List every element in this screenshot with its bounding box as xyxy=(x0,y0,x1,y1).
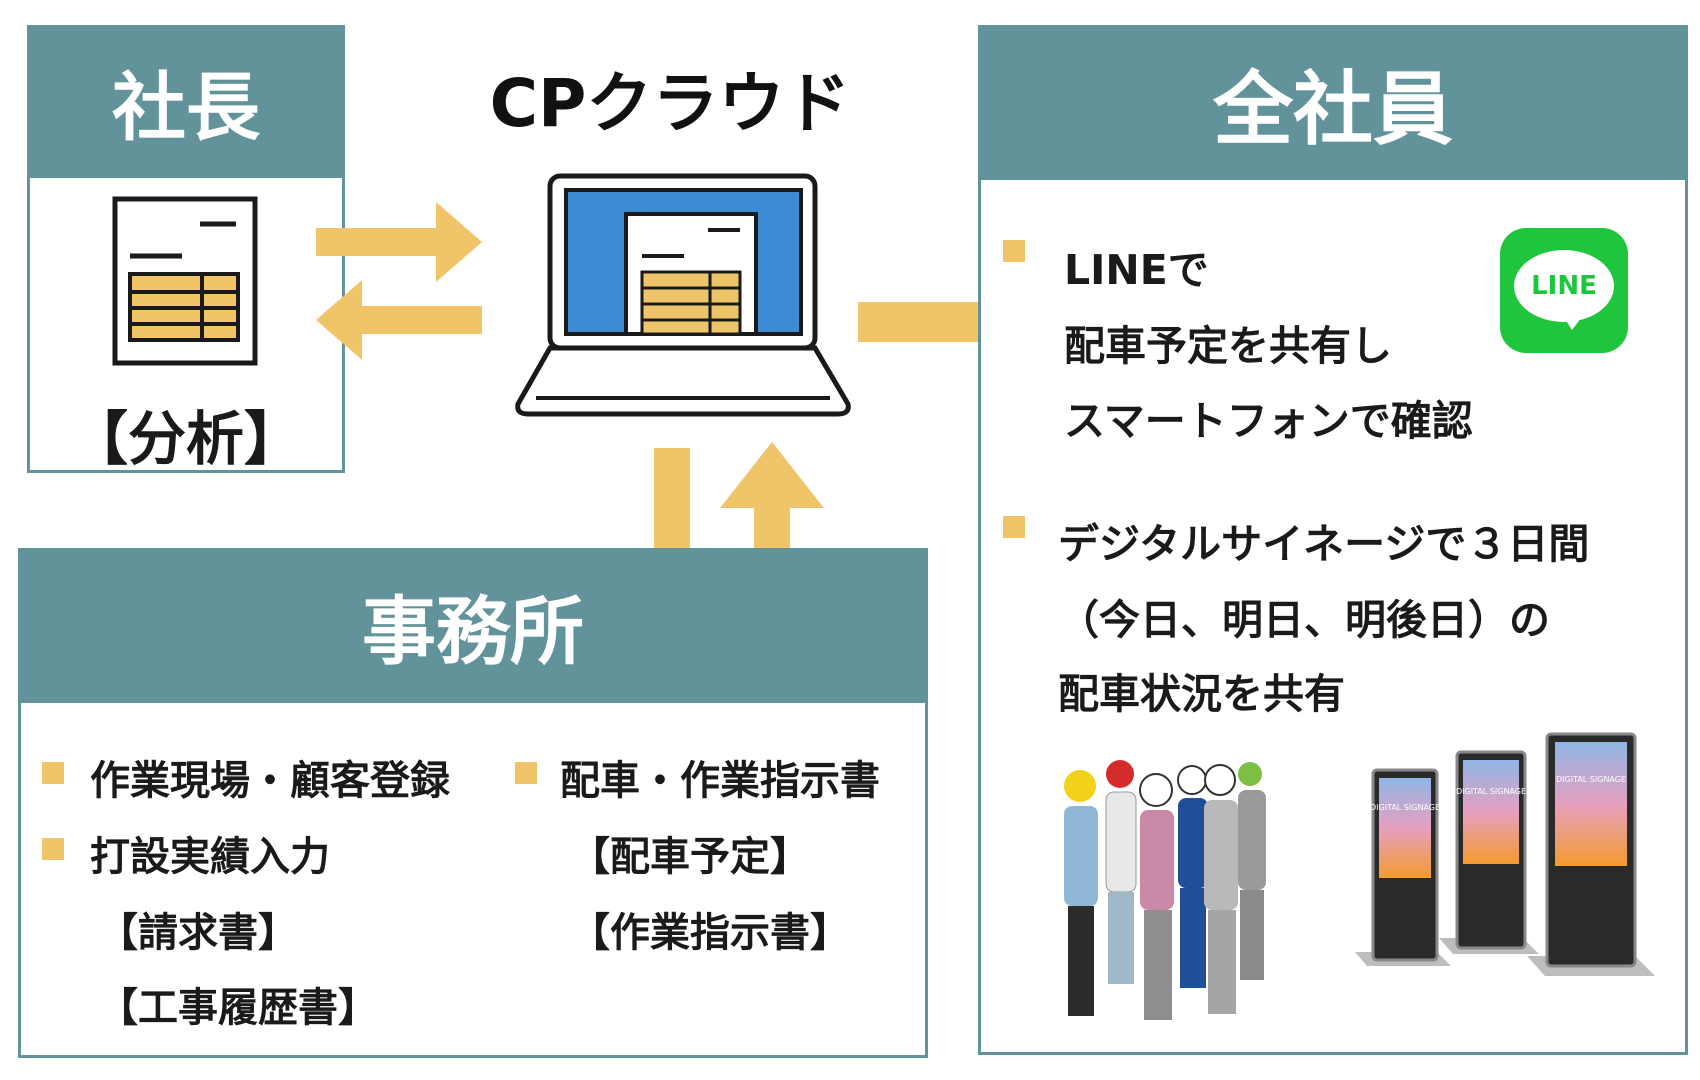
office-sub-work-instructions: 【作業指示書】 xyxy=(570,910,850,956)
line-app-icon: LINE xyxy=(1500,228,1628,353)
signage-text: DIGITAL SIGNAGE xyxy=(1370,803,1440,812)
signage-unit: DIGITAL SIGNAGE xyxy=(1527,732,1655,976)
cloud-title: CPクラウド xyxy=(489,65,851,142)
office-item-results-input: 打設実績入力 xyxy=(90,834,330,880)
signage-unit: DIGITAL SIGNAGE xyxy=(1439,750,1539,954)
bullet-marker xyxy=(42,838,64,860)
line-bubble-tail xyxy=(1562,314,1584,330)
workers-illustration xyxy=(1064,760,1266,1020)
bullet-marker xyxy=(1003,240,1025,262)
office-item-site-registration: 作業現場・顧客登録 xyxy=(90,758,450,804)
spreadsheet-icon xyxy=(112,196,258,366)
staff-item2-line1: デジタルサイネージで３日間 xyxy=(1058,520,1590,568)
worker-figure xyxy=(1064,770,1098,1016)
arrow-office-to-cloud xyxy=(720,442,824,614)
worker-figure xyxy=(1105,760,1137,984)
line-logo-text: LINE xyxy=(1514,250,1614,322)
office-panel: 事務所 xyxy=(18,548,928,1058)
worker-figure xyxy=(1238,762,1266,980)
staff-item2-line2: （今日、明日、明後日）の xyxy=(1058,596,1550,644)
staff-header: 全社員 xyxy=(978,25,1688,180)
staff-item1-line2: 配車予定を共有し xyxy=(1064,322,1392,370)
worker-figure xyxy=(1204,764,1238,1014)
analysis-label: 【分析】 xyxy=(69,405,302,473)
president-header: 社長 xyxy=(27,25,345,178)
office-sub-dispatch-schedule: 【配車予定】 xyxy=(570,834,810,880)
signage-text: DIGITAL SIGNAGE xyxy=(1556,775,1626,784)
bullet-marker xyxy=(42,762,64,784)
office-sub-invoice: 【請求書】 xyxy=(98,910,298,956)
office-item-dispatch: 配車・作業指示書 xyxy=(560,758,880,804)
president-panel: 社長 xyxy=(27,25,345,473)
arrow-cloud-to-president xyxy=(316,280,482,360)
digital-signage-illustration: DIGITAL SIGNAGE DIGITAL SIGNAGE DIGITAL … xyxy=(1355,732,1655,976)
bullet-marker xyxy=(1003,516,1025,538)
signage-text: DIGITAL SIGNAGE xyxy=(1456,787,1526,796)
staff-item1-line3: スマートフォンで確認 xyxy=(1064,397,1473,445)
arrow-president-to-cloud xyxy=(316,202,482,282)
bullet-marker xyxy=(515,762,537,784)
worker-figure xyxy=(1139,773,1174,1020)
laptop-icon xyxy=(515,173,851,417)
office-sub-work-history: 【工事履歴書】 xyxy=(98,985,378,1031)
staff-item1-line1: LINEで xyxy=(1064,246,1209,294)
worker-figure xyxy=(1177,765,1208,988)
staff-item2-line3: 配車状況を共有 xyxy=(1058,670,1345,718)
office-header: 事務所 xyxy=(18,548,928,703)
signage-unit: DIGITAL SIGNAGE xyxy=(1355,768,1451,966)
